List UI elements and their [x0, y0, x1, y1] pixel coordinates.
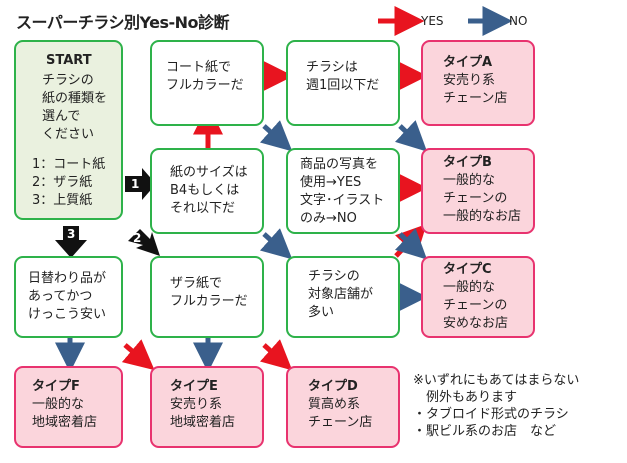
no-arrow-coated-to-photo	[259, 120, 293, 152]
option-2-badge: 2	[133, 231, 142, 245]
type-desc: チェーン店	[443, 91, 508, 106]
question-line: 対象店舗が	[308, 287, 374, 302]
question-line: フルカラーだ	[166, 78, 244, 93]
start-box: START チラシの 紙の種類を 選んで ください 1：コート紙 2：ザラ紙 3…	[14, 40, 123, 220]
footnote-line: ・駅ビル系のお店 など	[413, 424, 557, 439]
start-option: 3：上質紙	[32, 193, 93, 208]
question-line: それ以下だ	[170, 201, 236, 216]
question-target-stores: チラシの 対象店舗が 多い	[286, 256, 400, 338]
start-heading: START	[46, 53, 92, 68]
option-3-badge: 3	[67, 227, 76, 241]
start-option: 2：ザラ紙	[32, 175, 93, 190]
question-line: 多い	[308, 305, 335, 320]
type-desc: 地域密着店	[32, 415, 98, 430]
result-type-d: タイプD 質高め系 チェーン店	[286, 366, 400, 448]
option-2-arrow	[128, 229, 160, 256]
type-desc: 地域密着店	[170, 415, 236, 430]
question-line: 使用→YES	[300, 175, 362, 190]
question-line: けっこう安い	[28, 307, 107, 322]
question-line: 文字･イラスト	[300, 193, 385, 208]
question-line: フルカラーだ	[170, 294, 248, 309]
type-desc: チェーンの	[443, 191, 508, 206]
option-1-arrow	[125, 168, 156, 200]
footnote-line: ※いずれにもあてはまらない	[413, 373, 580, 388]
type-desc: チェーンの	[443, 298, 508, 313]
type-desc: 質高め系	[308, 397, 361, 412]
result-type-f: タイプF 一般的な 地域密着店	[14, 366, 123, 448]
no-arrow-weekly-to-typeB	[394, 120, 428, 152]
question-product-photo: 商品の写真を 使用→YES 文字･イラスト のみ→NO	[286, 148, 400, 234]
question-rough-full-color: ザラ紙で フルカラーだ	[150, 256, 264, 338]
question-line: あってかつ	[28, 289, 93, 304]
question-daily-bargain: 日替わり品が あってかつ けっこう安い	[14, 256, 123, 338]
question-size-b4: 紙のサイズは B4もしくは それ以下だ	[150, 148, 264, 234]
type-desc: チェーン店	[308, 415, 373, 430]
start-line: 選んで	[42, 109, 81, 124]
question-line: のみ→NO	[300, 211, 357, 226]
footnote-line: ・タブロイド形式のチラシ	[413, 407, 569, 422]
question-line: チラシは	[306, 60, 358, 75]
result-type-a: タイプA 安売り系 チェーン店	[421, 40, 535, 126]
question-line: チラシの	[308, 269, 360, 284]
type-name: タイプD	[308, 379, 358, 394]
type-name: タイプF	[32, 379, 80, 394]
type-name: タイプC	[443, 262, 492, 277]
option-1-badge: 1	[131, 177, 140, 191]
no-arrow-size-to-target	[259, 228, 293, 260]
start-option: 1：コート紙	[32, 157, 106, 172]
question-weekly-once: チラシは 週1回以下だ	[286, 40, 400, 126]
question-line: B4もしくは	[170, 183, 240, 198]
question-line: 日替わり品が	[28, 271, 107, 286]
result-type-b: タイプB 一般的な チェーンの 一般的なお店	[421, 148, 535, 234]
option-3-arrow	[55, 226, 87, 258]
legend-no-label: NO	[509, 14, 528, 28]
type-name: タイプA	[443, 55, 493, 70]
result-type-c: タイプC 一般的な チェーンの 安めなお店	[421, 256, 535, 338]
result-type-e: タイプE 安売り系 地域密着店	[150, 366, 264, 448]
footnote-line: 例外もあります	[413, 390, 518, 405]
type-desc: 一般的な	[32, 397, 85, 412]
start-line: ください	[42, 127, 95, 142]
start-line: 紙の種類を	[42, 91, 108, 106]
question-line: 週1回以下だ	[306, 78, 380, 93]
legend-yes-label: YES	[421, 14, 444, 28]
type-desc: 安売り系	[443, 73, 496, 88]
no-arrow-photo-to-typeC	[394, 228, 428, 260]
question-coated-full-color: コート紙で フルカラーだ	[150, 40, 264, 126]
page-title: スーパーチラシ別Yes-No診断	[16, 13, 230, 32]
question-line: ザラ紙で	[170, 276, 223, 291]
type-desc: 一般的な	[443, 173, 496, 188]
question-line: 商品の写真を	[300, 157, 379, 172]
type-desc: 安売り系	[170, 397, 223, 412]
yes-arrow-rough-to-typeD	[259, 339, 293, 371]
type-name: タイプB	[443, 155, 492, 170]
type-desc: 一般的なお店	[443, 209, 522, 224]
type-desc: 一般的な	[443, 280, 496, 295]
start-line: チラシの	[42, 73, 94, 88]
question-line: コート紙で	[166, 60, 232, 75]
type-desc: 安めなお店	[443, 316, 509, 331]
yes-arrow-bargain-to-typeE	[121, 339, 155, 371]
question-line: 紙のサイズは	[170, 165, 248, 180]
type-name: タイプE	[170, 379, 218, 394]
